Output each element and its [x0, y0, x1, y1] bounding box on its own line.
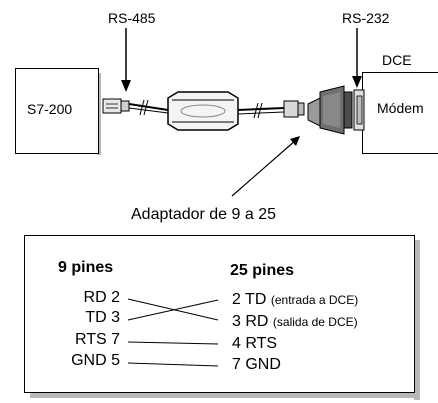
- rs232-label: RS-232: [342, 10, 390, 26]
- left-pin-rd2: RD 2: [83, 289, 120, 306]
- pinout-box: [24, 235, 415, 393]
- left-pin-td3: TD 3: [85, 309, 120, 326]
- right-pin-3rd-name: 3 RD: [232, 313, 269, 330]
- cable-segment-right: [237, 102, 285, 119]
- pinout-shadow-right: [414, 240, 420, 400]
- rs232-arrow: [352, 28, 362, 88]
- s7-200-shadow: [97, 73, 101, 155]
- adapter-arrow: [231, 136, 300, 197]
- right-pin-2td-note: (entrada a DCE): [270, 293, 359, 307]
- modem-port: [353, 89, 365, 131]
- s7-200-box: S7-200: [15, 68, 99, 154]
- rs485-arrow: [121, 28, 131, 92]
- dce-label: DCE: [382, 52, 412, 68]
- plc-connector: [102, 98, 130, 114]
- adapter-caption: Adaptador de 9 a 25: [131, 206, 277, 223]
- right-pin-2td-name: 2 TD: [232, 291, 267, 308]
- pinout-shadow-bottom: [30, 392, 420, 398]
- rs485-label: RS-485: [108, 10, 156, 26]
- left-pin-rts7: RTS 7: [74, 331, 120, 348]
- rs232-plug: [283, 100, 305, 118]
- wire-rts7-to-4rts: [127, 341, 219, 345]
- modem-label: Módem: [377, 100, 424, 116]
- left-header: 9 pines: [58, 259, 114, 276]
- left-pin-gnd5: GND 5: [71, 352, 120, 369]
- s7-200-label: S7-200: [27, 101, 73, 117]
- modem-box: Módem: [362, 72, 438, 154]
- right-header: 25 pines: [230, 262, 295, 279]
- right-pin-3rd-note: (salida de DCE): [272, 315, 358, 329]
- right-pin-2td: 2 TD (entrada a DCE): [232, 291, 358, 309]
- wire-gnd5-to-7gnd: [127, 362, 219, 367]
- right-pin-7gnd: 7 GND: [232, 356, 281, 373]
- right-pin-4rts: 4 RTS: [232, 335, 278, 352]
- cable-segment-left: [128, 99, 169, 116]
- wire-td3-to-2td: [127, 299, 219, 321]
- converter-body: [167, 91, 239, 131]
- right-pin-3rd: 3 RD (salida de DCE): [232, 313, 358, 331]
- adapter-9-25: [307, 85, 353, 135]
